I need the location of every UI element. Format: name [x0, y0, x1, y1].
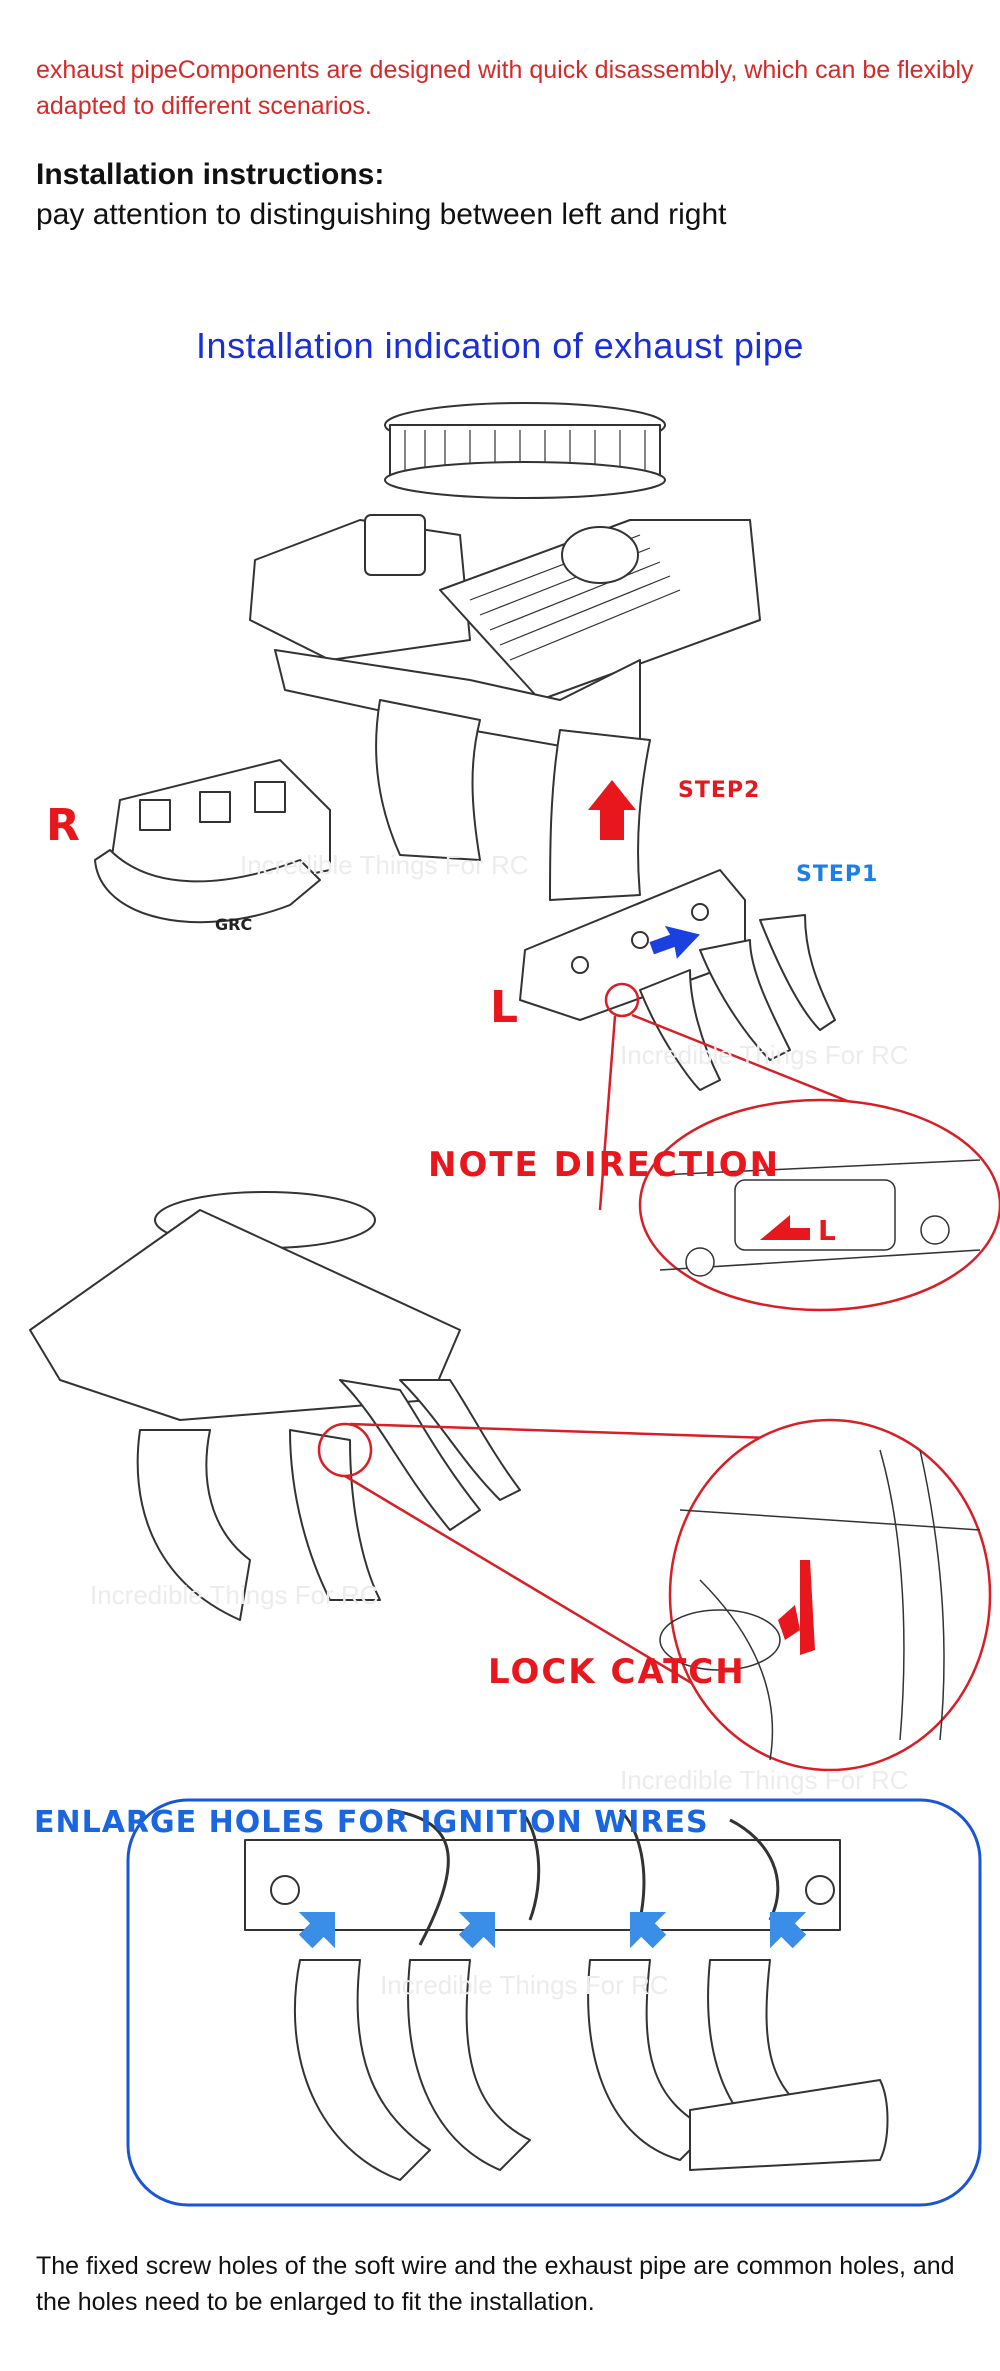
label-right: R [46, 800, 80, 851]
right-manifold-illustration: GRC [94, 759, 331, 934]
label-enlarge-holes: ENLARGE HOLES FOR IGNITION WIRES [34, 1805, 709, 1840]
engine-illustration-middle [29, 1191, 521, 1621]
direction-mark-icon [760, 1215, 810, 1240]
note-direction-callout [598, 982, 1000, 1312]
lock-catch-closeup [659, 1449, 981, 1761]
engine-illustration-top [249, 402, 761, 901]
watermark: Incredible Things For RC [240, 850, 529, 880]
lock-catch-mark-icon [778, 1560, 815, 1655]
instructions-subheading: pay attention to distinguishing between … [36, 198, 727, 231]
outro-text: The fixed screw holes of the soft wire a… [36, 2252, 955, 2316]
watermark: Incredible Things For RC [620, 1765, 909, 1795]
lock-catch-callout [317, 1418, 992, 1772]
label-lock-catch: LOCK CATCH [488, 1652, 746, 1692]
step1-arrow-icon [649, 925, 700, 959]
grc-brand-mark: GRC [215, 915, 252, 934]
intro-text: exhaust pipeComponents are designed with… [36, 56, 974, 120]
left-manifold-illustration [519, 869, 836, 1091]
watermark: Incredible Things For RC [90, 1580, 379, 1610]
label-step2: STEP2 [678, 778, 761, 803]
label-left: L [490, 982, 519, 1033]
step2-arrow-icon [588, 780, 636, 840]
label-note-direction: NOTE DIRECTION [428, 1145, 781, 1185]
watermark: Incredible Things For RC [620, 1040, 909, 1070]
note-direction-closeup [659, 1159, 981, 1277]
manifold-closeup-illustration [244, 1808, 889, 2181]
instructions-heading: Installation instructions: [36, 158, 385, 191]
diagram-title: Installation indication of exhaust pipe [196, 325, 804, 366]
part-mark-l: L [818, 1214, 836, 1247]
label-step1: STEP1 [796, 862, 879, 887]
enlarge-holes-frame [126, 1798, 982, 2207]
watermark: Incredible Things For RC [380, 1970, 669, 2000]
